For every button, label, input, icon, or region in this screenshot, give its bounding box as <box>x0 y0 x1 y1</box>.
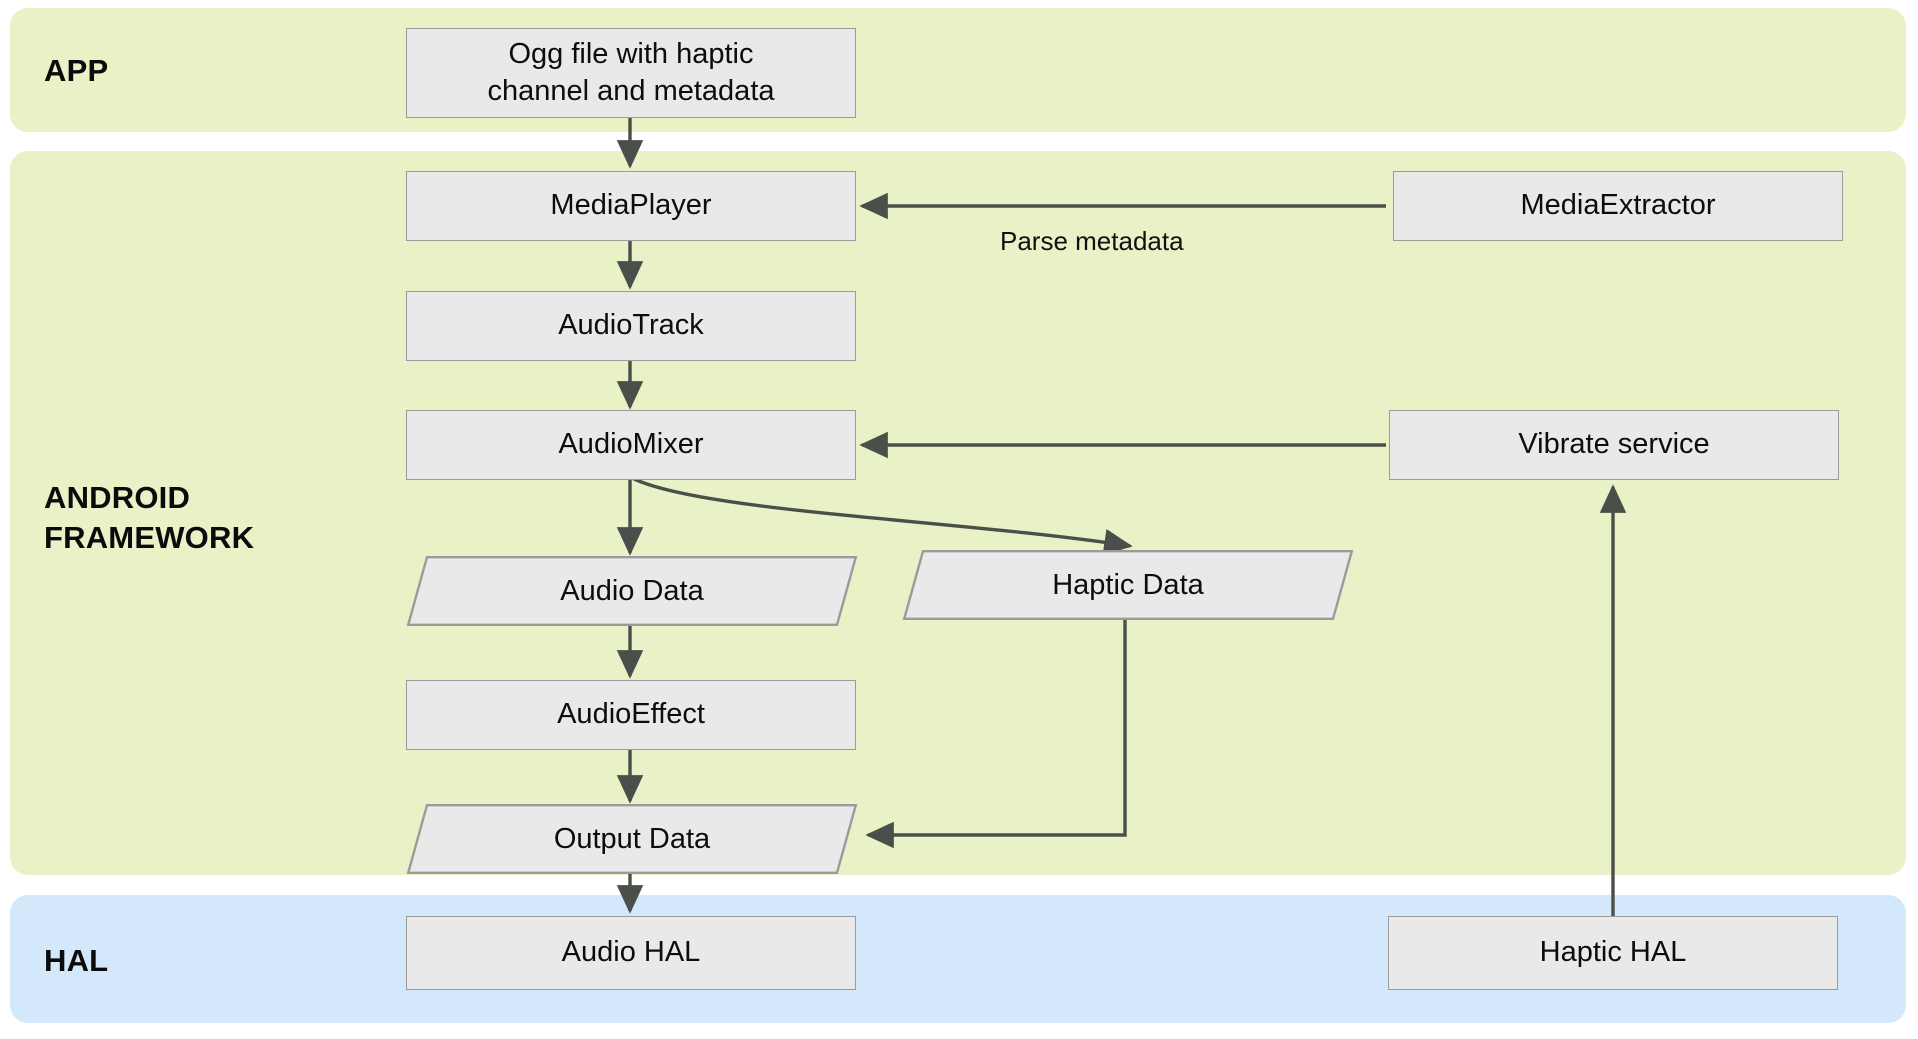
band-label-hal: HAL <box>44 943 109 978</box>
band-label-app: APP <box>44 53 109 88</box>
node-audio-hal[interactable]: Audio HAL <box>406 916 856 990</box>
output-data-shape <box>406 804 858 875</box>
haptic-data-shape <box>902 550 1354 621</box>
node-haptic-hal[interactable]: Haptic HAL <box>1388 916 1838 990</box>
band-app <box>10 8 1906 132</box>
edge-label-parse-metadata: Parse metadata <box>1000 226 1184 256</box>
node-audiotrack[interactable]: AudioTrack <box>406 291 856 361</box>
band-label-android-framework: ANDROID FRAMEWORK <box>44 480 255 555</box>
node-audiomixer[interactable]: AudioMixer <box>406 410 856 480</box>
node-output-data[interactable]: Output Data <box>406 804 858 875</box>
node-ogg-file[interactable]: Ogg file with haptic channel and metadat… <box>406 28 856 118</box>
node-mediaextractor[interactable]: MediaExtractor <box>1393 171 1843 241</box>
node-vibrate-service[interactable]: Vibrate service <box>1389 410 1839 480</box>
audio-data-shape <box>406 556 858 627</box>
node-audio-data[interactable]: Audio Data <box>406 556 858 627</box>
node-audioeffect[interactable]: AudioEffect <box>406 680 856 750</box>
band-android-framework <box>10 151 1906 875</box>
node-mediaplayer[interactable]: MediaPlayer <box>406 171 856 241</box>
node-haptic-data[interactable]: Haptic Data <box>902 550 1354 621</box>
